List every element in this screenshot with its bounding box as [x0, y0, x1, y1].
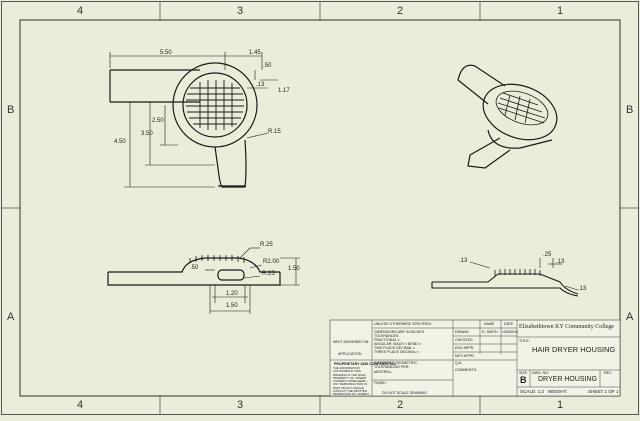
unless-specified: UNLESS OTHERWISE SPECIFIED: — [374, 322, 433, 326]
mfg-appr-label: MFG APPR. — [455, 354, 475, 358]
dim-r-0-25-b: R.25 — [262, 271, 275, 277]
dim-side-1-50-v: 1.50 — [288, 266, 300, 272]
zone-ticks — [2, 2, 638, 414]
zone-row-left-b: B — [7, 104, 15, 116]
qa-label: Q.A. — [455, 361, 463, 365]
dim-3-50: 3.50 — [141, 131, 153, 137]
weight-text: WEIGHT: — [548, 389, 568, 394]
dim-right-0-13-b: .13 — [556, 259, 565, 265]
zone-col-top-2: 3 — [237, 5, 244, 17]
size-label: SIZE — [519, 371, 527, 375]
proprietary-heading: PROPRIETARY AND CONFIDENTIAL — [334, 362, 396, 366]
angular: ANGULAR: MACH ± BEND ± — [374, 342, 421, 346]
dim-5-50: 5.50 — [160, 50, 172, 56]
do-not-scale: DO NOT SCALE DRAWING — [382, 391, 427, 395]
school-name: Elizabethtown KY Community College — [519, 324, 614, 330]
title-label: TITLE: — [519, 339, 530, 343]
side-ridges — [189, 255, 245, 263]
dim-right-0-25: .25 — [543, 252, 552, 258]
rev-label: REV — [604, 371, 612, 375]
drawn-label: DRAWN — [455, 330, 469, 334]
dim-r-0-25-a: R.25 — [260, 242, 273, 248]
drawing-title: HAIR DRYER HOUSING — [532, 345, 616, 354]
dim-1-45: 1.45 — [249, 50, 261, 56]
side-view — [107, 257, 281, 286]
dim-side-0-50: .50 — [190, 265, 199, 271]
dim-side-1-50-h: 1.50 — [226, 303, 238, 309]
title-block-frame — [329, 319, 621, 397]
finish: FINISH — [374, 381, 386, 385]
dwg-no-label: DWG. NO. — [532, 371, 550, 375]
sheet-text: SHEET 1 OF 1 — [588, 389, 619, 394]
iso-grille — [495, 90, 549, 126]
dim-4-50: 4.50 — [114, 139, 126, 145]
zone-col-bottom-1: 4 — [77, 399, 84, 411]
fractional: FRACTIONAL ± — [374, 338, 400, 342]
zone-col-top-1: 4 — [77, 5, 84, 17]
right-view — [431, 273, 579, 297]
zone-row-right-a: A — [626, 311, 634, 323]
date-header: DATE — [504, 322, 514, 326]
dim-right-0-13-c: .13 — [578, 286, 587, 292]
right-ridges — [494, 269, 541, 276]
name-header: NAME — [484, 322, 495, 326]
three-place: THREE PLACE DECIMAL ± — [374, 350, 419, 354]
dim-2-50: 2.50 — [152, 118, 164, 124]
material: MATERIAL — [374, 370, 392, 374]
comments-label: COMMENTS: — [455, 368, 477, 372]
right-dim-lines — [469, 258, 579, 291]
used-on: USED ON — [352, 340, 369, 344]
two-place: TWO PLACE DECIMAL ± — [374, 346, 415, 350]
front-dim-lines — [109, 52, 278, 188]
side-dim-lines — [205, 247, 300, 314]
interpret-geometric: INTERPRET GEOMETRIC — [374, 361, 418, 365]
zone-row-left-a: A — [7, 311, 15, 323]
zone-row-right-b: B — [626, 104, 634, 116]
dim-r-0-15: R.15 — [268, 129, 281, 135]
zone-col-top-4: 1 — [557, 5, 564, 17]
dwg-no-value: DRYER HOUSING — [538, 376, 597, 383]
zone-col-bottom-2: 3 — [237, 399, 244, 411]
dim-0-50: .50 — [263, 63, 272, 69]
dim-right-0-13-a: .13 — [459, 258, 468, 264]
next-assy: NEXT ASSY — [333, 340, 353, 344]
zone-col-top-3: 2 — [397, 5, 404, 17]
tolerances: TOLERANCES: — [374, 334, 400, 338]
dims-in-inches: DIMENSIONS ARE IN INCHES — [374, 330, 425, 334]
application: APPLICATION — [338, 352, 362, 356]
dim-0-13: .13 — [256, 82, 265, 88]
eng-appr-label: ENG APPR. — [455, 346, 475, 350]
zone-col-bottom-3: 2 — [397, 399, 404, 411]
checked-label: CHECKED — [455, 338, 473, 342]
dim-side-1-20: 1.20 — [226, 291, 238, 297]
dim-r-2-00: R2.00 — [263, 259, 280, 265]
iso-view — [457, 64, 558, 169]
drawn-date: 10/08/2016 — [502, 330, 518, 334]
scale-text: SCALE: 1:2 — [520, 389, 545, 394]
proprietary-text: THE INFORMATION CONTAINED IN THIS DRAWIN… — [333, 367, 369, 395]
drawn-name: D. SMITH — [482, 330, 498, 334]
front-view — [109, 62, 258, 188]
size-value: B — [520, 375, 527, 385]
front-grille — [186, 80, 244, 130]
title-block-grid — [330, 320, 620, 396]
tolerancing-per: TOLERANCING PER: — [374, 365, 410, 369]
dim-1-17: 1.17 — [278, 88, 290, 94]
zone-col-bottom-4: 1 — [557, 399, 564, 411]
